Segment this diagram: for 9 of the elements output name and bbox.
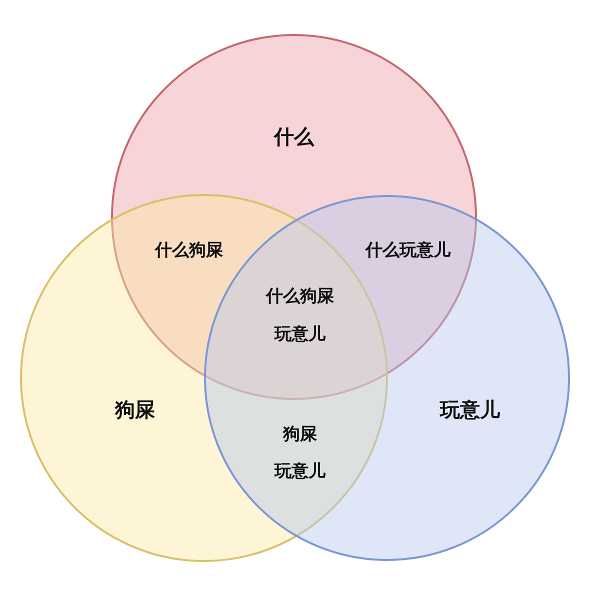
intersection-label: 什么玩意儿: [366, 240, 450, 262]
set-label: 狗屎: [115, 396, 155, 424]
intersection-label: 玩意儿: [274, 460, 326, 482]
intersection-label: 狗屎: [283, 424, 317, 446]
set-label: 玩意儿: [440, 396, 500, 424]
intersection-label: 什么狗屎: [155, 240, 223, 262]
intersection-label: 玩意儿: [274, 324, 326, 346]
set-label: 什么: [274, 124, 314, 150]
intersection-label: 什么狗屎: [266, 286, 334, 308]
